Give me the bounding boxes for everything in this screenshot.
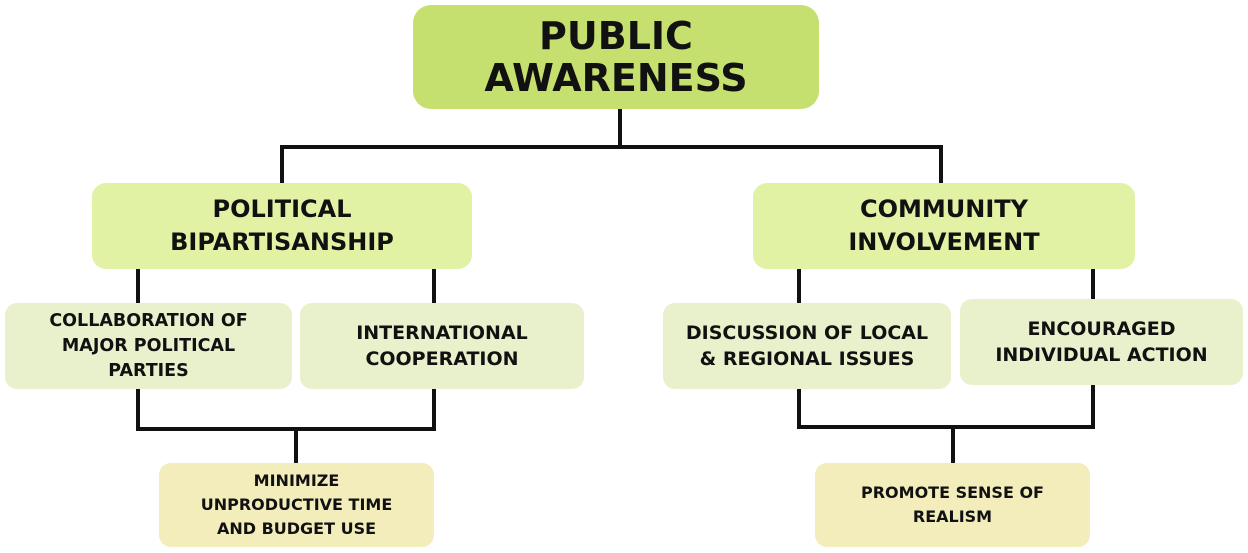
leaf-node-collaboration: COLLABORATION OF MAJOR POLITICAL PARTIES (5, 303, 292, 389)
root-node-public-awareness: PUBLIC AWARENESS (413, 5, 819, 109)
branch-node-community-involvement: COMMUNITY INVOLVEMENT (753, 183, 1135, 269)
leaf-node-label: ENCOURAGED INDIVIDUAL ACTION (995, 318, 1208, 366)
leaf-node-label: DISCUSSION OF LOCAL & REGIONAL ISSUES (685, 322, 929, 370)
connector-right-bracket (797, 385, 1095, 429)
outcome-node-label: PROMOTE SENSE OF REALISM (861, 483, 1044, 526)
leaf-node-label: COLLABORATION OF MAJOR POLITICAL PARTIES (49, 310, 248, 381)
branch-node-label: COMMUNITY INVOLVEMENT (848, 195, 1040, 256)
leaf-node-label: INTERNATIONAL COOPERATION (356, 322, 528, 370)
outcome-node-label: MINIMIZE UNPRODUCTIVE TIME AND BUDGET US… (200, 471, 393, 538)
leaf-node-international-cooperation: INTERNATIONAL COOPERATION (300, 303, 584, 389)
outcome-node-promote-realism: PROMOTE SENSE OF REALISM (815, 463, 1090, 547)
root-node-label: PUBLIC AWARENESS (484, 14, 748, 100)
branch-node-political-bipartisanship: POLITICAL BIPARTISANSHIP (92, 183, 472, 269)
leaf-node-discussion-issues: DISCUSSION OF LOCAL & REGIONAL ISSUES (663, 303, 951, 389)
outcome-node-minimize-time-budget: MINIMIZE UNPRODUCTIVE TIME AND BUDGET US… (159, 463, 434, 547)
branch-node-label: POLITICAL BIPARTISANSHIP (170, 195, 394, 256)
connector-left-bracket (136, 389, 436, 431)
leaf-node-individual-action: ENCOURAGED INDIVIDUAL ACTION (960, 299, 1243, 385)
